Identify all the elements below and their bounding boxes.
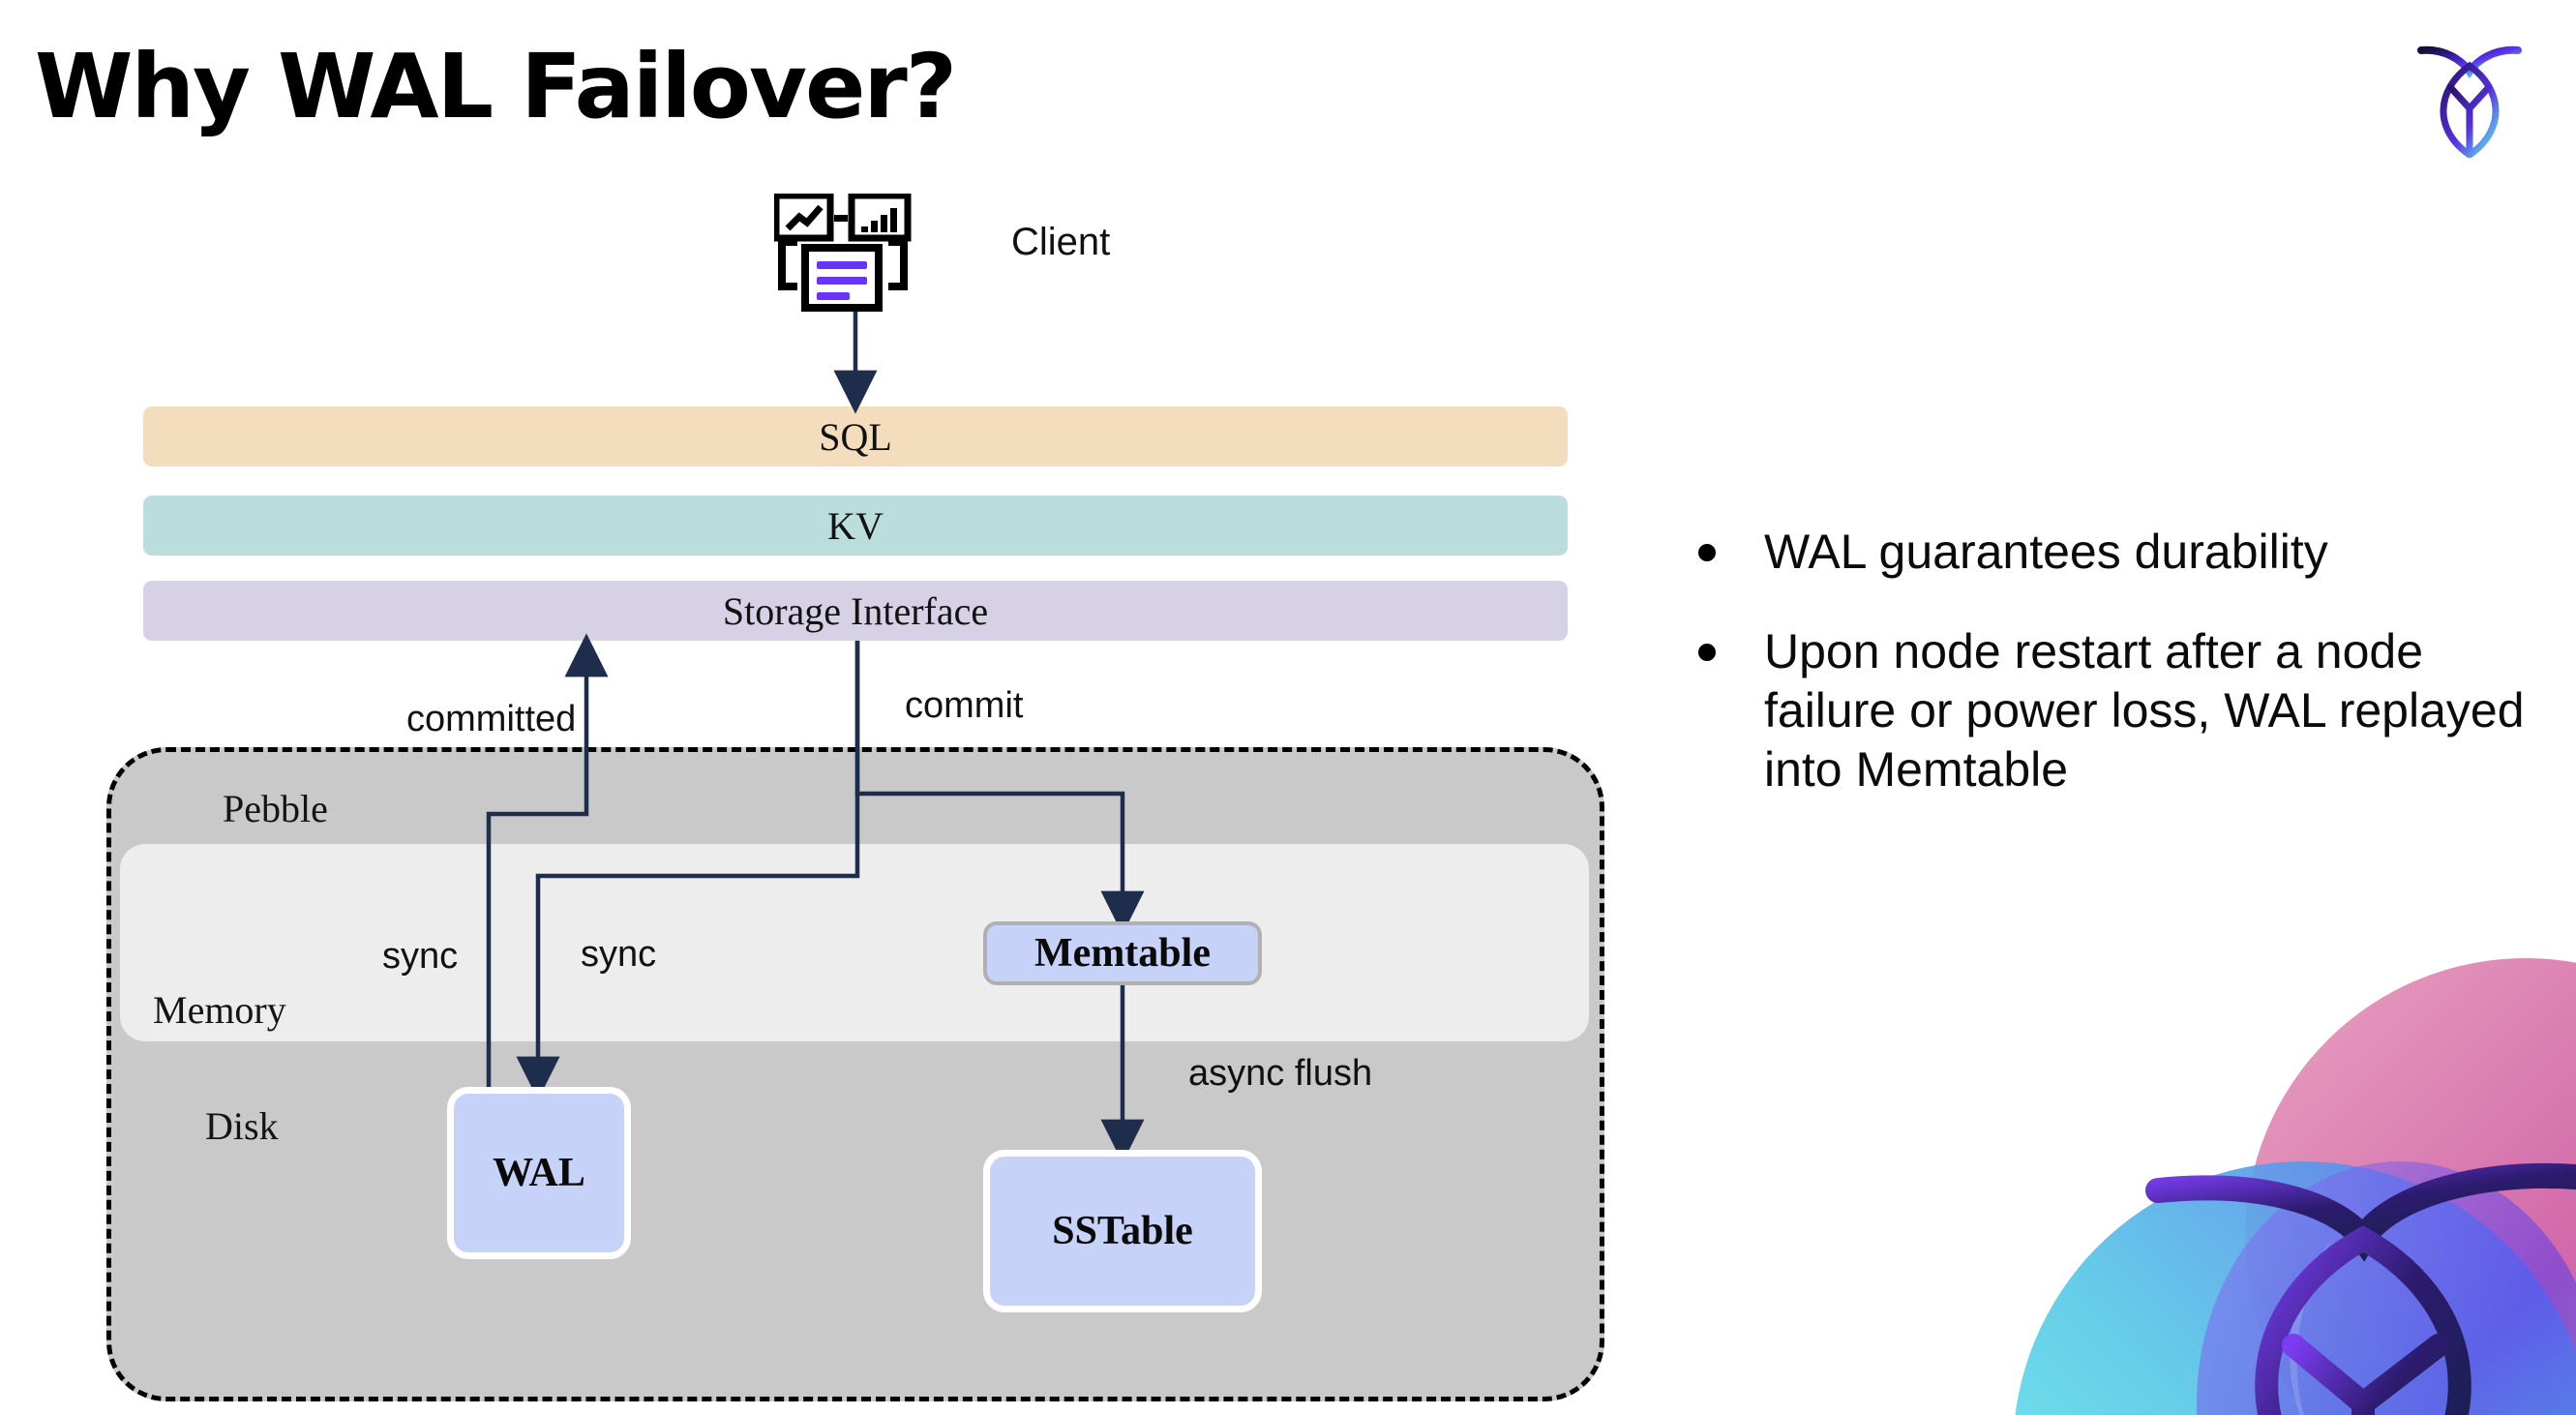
- cockroach-decor-artwork: [1984, 948, 2576, 1415]
- edge-label-commit: commit: [905, 685, 1024, 726]
- list-item: WAL guarantees durability: [1698, 523, 2540, 582]
- node-memtable-label: Memtable: [1034, 931, 1211, 976]
- client-label: Client: [1011, 221, 1111, 263]
- node-sstable-label: SSTable: [1052, 1209, 1193, 1253]
- memory-region: [120, 844, 1589, 1041]
- cockroach-logo-icon: [2411, 37, 2528, 160]
- layer-bar-storage-interface[interactable]: Storage Interface: [143, 581, 1568, 641]
- layer-bar-storage-interface-label: Storage Interface: [722, 588, 989, 633]
- layer-bar-kv[interactable]: KV: [143, 496, 1568, 556]
- pebble-label: Pebble: [223, 787, 328, 830]
- bullet-text: WAL guarantees durability: [1764, 525, 2328, 579]
- bullet-dot-icon: [1698, 644, 1716, 661]
- bullet-list: WAL guarantees durability Upon node rest…: [1698, 523, 2540, 840]
- bullet-text: Upon node restart after a node failure o…: [1764, 624, 2525, 797]
- node-sstable[interactable]: SSTable: [983, 1150, 1262, 1312]
- edge-label-sync-right: sync: [581, 934, 657, 975]
- edge-label-sync-left: sync: [382, 936, 459, 977]
- layer-bar-kv-label: KV: [827, 503, 884, 548]
- page-title: Why WAL Failover?: [35, 35, 957, 138]
- layer-bar-sql[interactable]: SQL: [143, 406, 1568, 467]
- disk-label: Disk: [205, 1104, 279, 1148]
- layer-bar-sql-label: SQL: [819, 414, 892, 459]
- edge-label-committed: committed: [406, 699, 577, 739]
- architecture-diagram: Client SQL KV Storage Interface Pebble M…: [106, 192, 1604, 1401]
- node-memtable[interactable]: Memtable: [983, 921, 1262, 985]
- memory-label: Memory: [153, 988, 286, 1032]
- node-wal-label: WAL: [493, 1151, 585, 1195]
- edge-label-async-flush: async flush: [1188, 1053, 1373, 1094]
- client-terminal-icon: [772, 192, 929, 315]
- list-item: Upon node restart after a node failure o…: [1698, 622, 2540, 799]
- bullet-dot-icon: [1698, 544, 1716, 561]
- node-wal[interactable]: WAL: [447, 1087, 631, 1259]
